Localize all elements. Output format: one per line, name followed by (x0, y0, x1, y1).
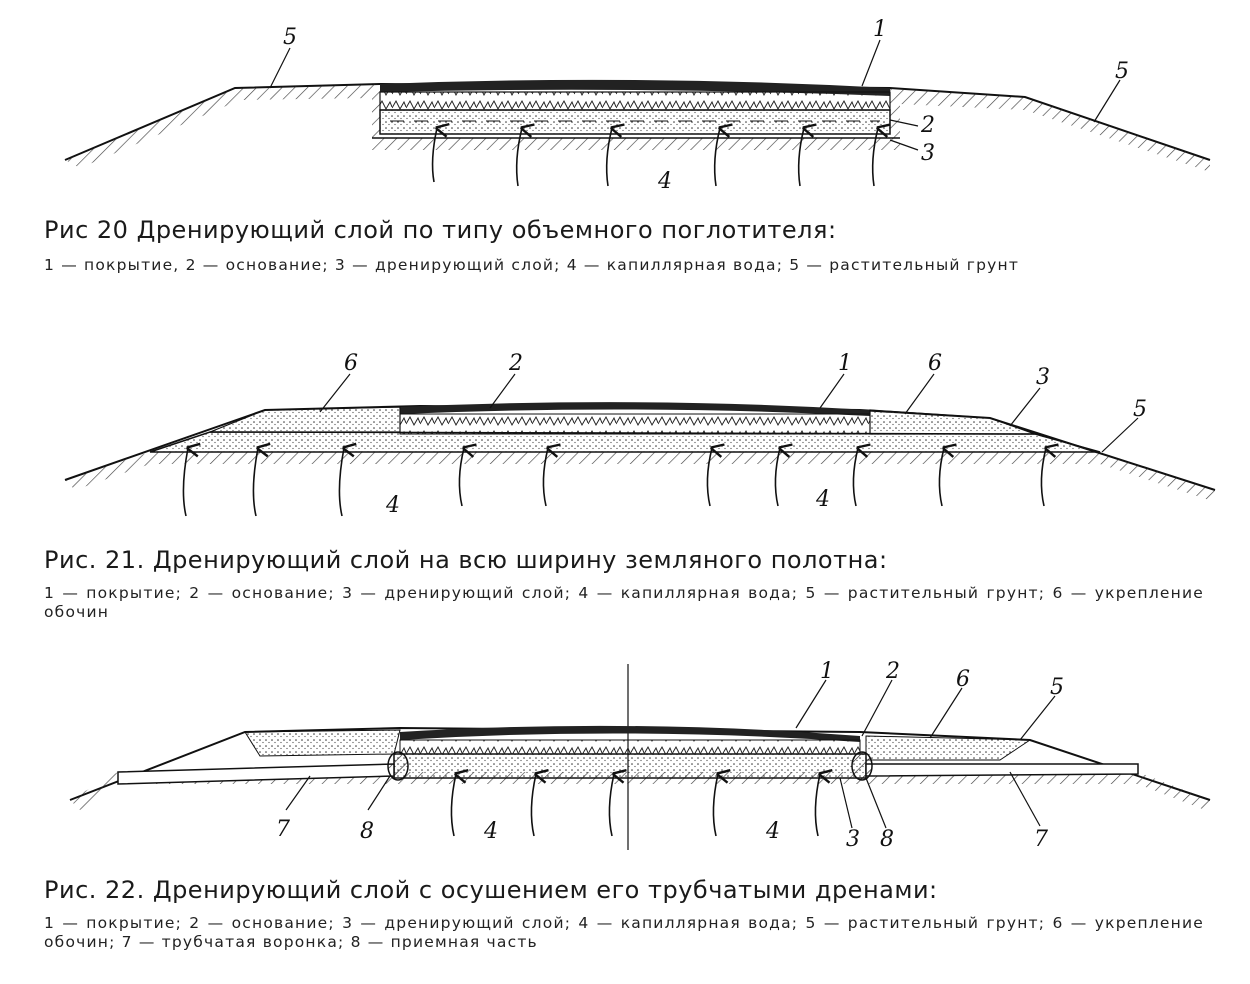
fig20-caption: Рис 20 Дренирующий слой по типу объемног… (44, 216, 837, 244)
fig22-label-7a: 7 (276, 817, 290, 842)
fig22-label-8b: 8 (880, 827, 894, 852)
fig21-label-6b: 6 (928, 351, 942, 376)
fig22-label-4b: 4 (765, 819, 780, 844)
fig21-caption: Рис. 21. Дренирующий слой на всю ширину … (44, 546, 888, 574)
figure-20: 5 1 5 2 3 4 Рис 20 Дренирующий слой по т… (0, 0, 1250, 300)
drainage-layer (149, 431, 1101, 453)
fig20-label-3: 3 (921, 141, 935, 166)
base-layer (399, 413, 871, 435)
figure-22-drawing: 1 2 6 5 7 8 4 4 3 8 7 (69, 660, 1211, 852)
fig21-label-1: 1 (838, 351, 852, 376)
figure-21: 6 2 1 6 3 5 4 4 Рис. 21. Дренирующий сло… (0, 330, 1250, 640)
capillary-water-arrows (450, 774, 820, 837)
drainage-layer (379, 109, 891, 135)
pavement-layer (400, 725, 860, 742)
fig22-label-5: 5 (1050, 675, 1064, 700)
pavement-layer (400, 402, 870, 416)
receiving-part-left (387, 751, 409, 781)
fig22-legend: 1 — покрытие; 2 — основание; 3 — дрениру… (44, 914, 1204, 951)
fig22-label-8a: 8 (360, 819, 374, 844)
fig22-label-7b: 7 (1034, 827, 1048, 852)
fig22-label-3: 3 (846, 827, 860, 852)
fig21-label-3: 3 (1036, 365, 1050, 390)
fig21-legend: 1 — покрытие; 2 — основание; 3 — дрениру… (44, 584, 1204, 621)
base-layer (379, 91, 891, 111)
fig22-label-4a: 4 (483, 819, 498, 844)
fig20-label-4: 4 (657, 169, 672, 194)
fig21-label-6a: 6 (344, 351, 358, 376)
figure-20-drawing: 5 1 5 2 3 4 (64, 17, 1211, 194)
capillary-water-arrows (182, 448, 1046, 517)
fig22-label-1: 1 (820, 660, 834, 684)
fig21-label-2: 2 (508, 351, 523, 376)
fig20-label-2: 2 (920, 113, 935, 138)
receiving-part-right (851, 751, 873, 781)
fig20-label-5a: 5 (283, 25, 297, 50)
drainage-layer (393, 753, 867, 779)
fig21-label-4a: 4 (385, 493, 400, 518)
fig20-label-5b: 5 (1115, 59, 1129, 84)
base-layer (399, 739, 861, 755)
fig20-label-1: 1 (873, 17, 887, 42)
fig22-label-6: 6 (956, 667, 970, 692)
fig21-label-5: 5 (1133, 397, 1147, 422)
fig21-label-4b: 4 (815, 487, 830, 512)
capillary-water-arrows (431, 128, 878, 187)
figure-21-drawing: 6 2 1 6 3 5 4 4 (64, 351, 1216, 518)
shoulder-reinforcement (244, 729, 401, 757)
fig22-caption: Рис. 22. Дренирующий слой с осушением ег… (44, 876, 938, 904)
fig20-legend: 1 — покрытие, 2 — основание; 3 — дрениру… (44, 256, 1020, 274)
pipe-drain-right (865, 763, 1139, 777)
figure-22: 1 2 6 5 7 8 4 4 3 8 7 Рис. 22. Дренирующ… (0, 660, 1250, 984)
fig22-label-2: 2 (885, 660, 900, 684)
